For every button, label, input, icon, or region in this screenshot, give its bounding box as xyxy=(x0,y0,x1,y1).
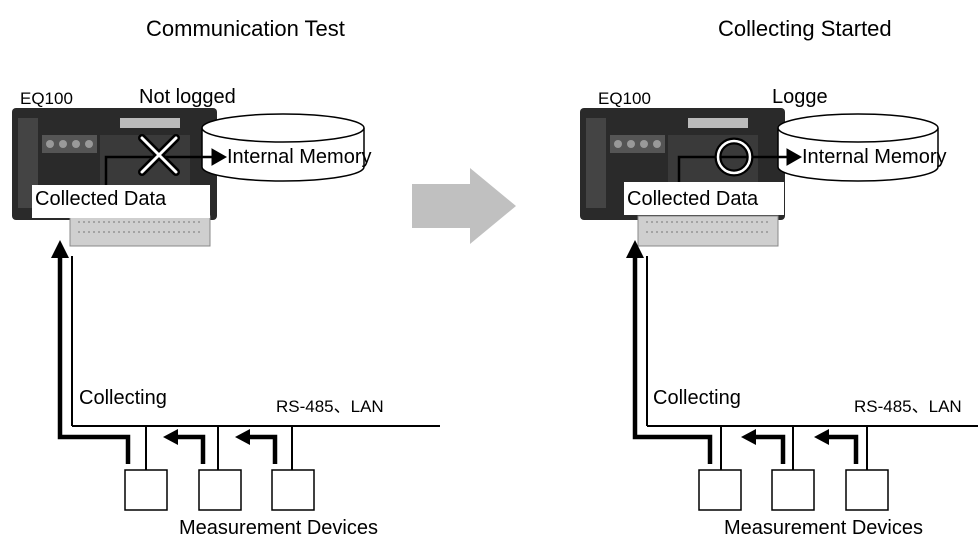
bus-drops xyxy=(145,426,293,470)
collecting-arrow xyxy=(626,240,978,464)
collected-data-label: Collected Data xyxy=(627,188,759,210)
bus-label: RS-485、LAN xyxy=(276,397,384,416)
device-name: EQ100 xyxy=(598,89,651,108)
diagram-right xyxy=(580,108,978,511)
measurement-devices-label: Measurement Devices xyxy=(724,517,923,539)
relay-arrows xyxy=(741,429,859,464)
bus-drops xyxy=(720,426,868,470)
diagram-left xyxy=(12,108,440,511)
collecting-arrow xyxy=(51,240,440,464)
internal-memory-cylinder xyxy=(777,113,939,182)
data-to-memory-arrow xyxy=(104,148,228,185)
panel-communication-test: Communication Test EQ100 Not logged Inte… xyxy=(0,0,440,538)
bus-label: RS-485、LAN xyxy=(854,397,962,416)
panel-title: Communication Test xyxy=(146,16,345,41)
measurement-devices-label: Measurement Devices xyxy=(179,517,378,539)
circle-icon xyxy=(714,137,754,177)
relay-arrows xyxy=(163,429,278,464)
collected-data-label: Collected Data xyxy=(35,188,167,210)
collecting-label: Collecting xyxy=(79,387,167,409)
internal-memory-cylinder xyxy=(201,113,365,182)
transition-arrow-icon xyxy=(412,168,516,244)
measurement-device-boxes xyxy=(698,469,889,511)
logging-status: Not logged xyxy=(139,86,236,108)
cross-icon xyxy=(138,134,180,176)
device-image xyxy=(12,108,217,247)
measurement-device-boxes xyxy=(124,469,315,511)
panel-collecting-started: Collecting Started EQ100 Logge Internal … xyxy=(575,0,978,538)
device-image xyxy=(580,108,785,247)
device-name: EQ100 xyxy=(20,89,73,108)
internal-memory-label: Internal Memory xyxy=(802,146,947,168)
collecting-label: Collecting xyxy=(653,387,741,409)
panel-title: Collecting Started xyxy=(718,16,892,41)
collected-data-box xyxy=(32,185,210,218)
logging-status: Logge xyxy=(772,86,828,108)
internal-memory-label: Internal Memory xyxy=(227,146,372,168)
collected-data-box xyxy=(624,182,784,215)
